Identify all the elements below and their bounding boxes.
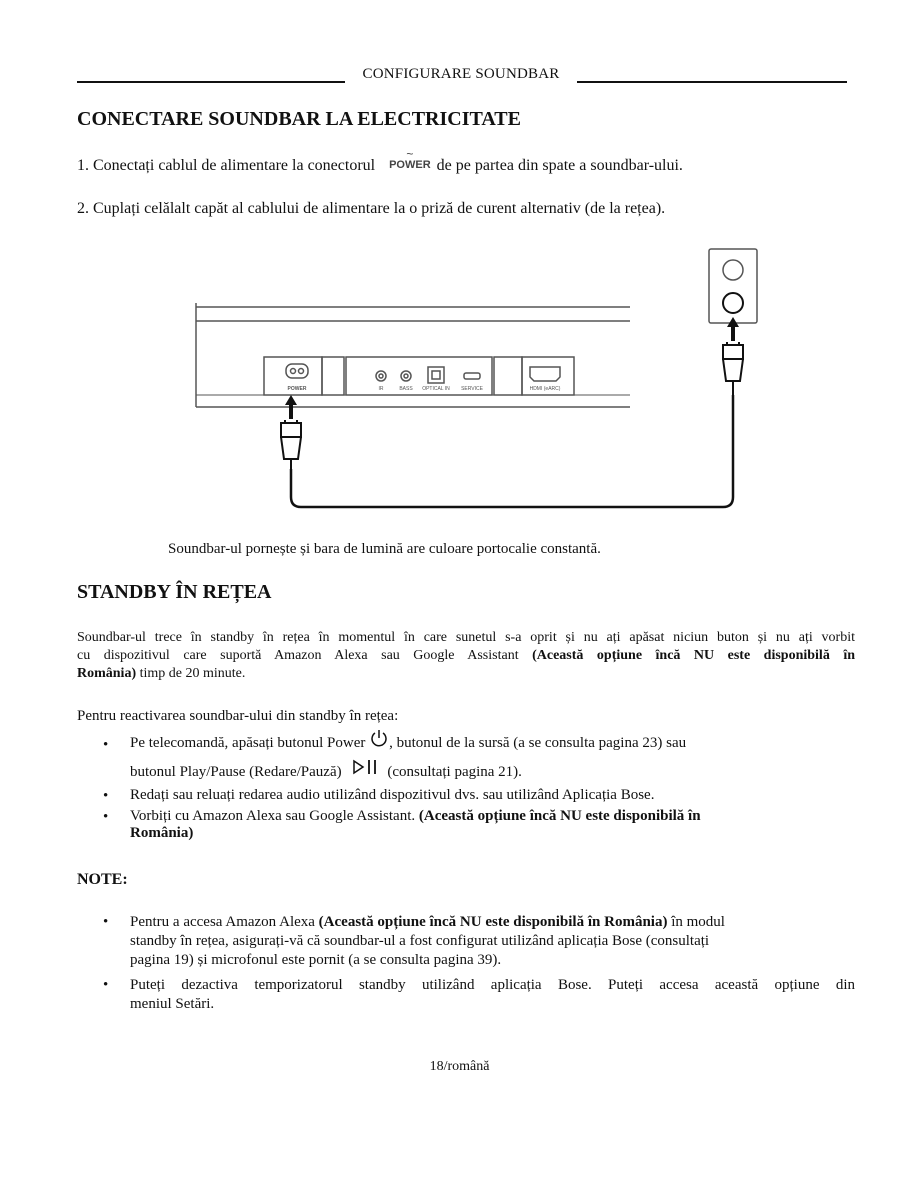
port-label-power: POWER bbox=[288, 386, 307, 392]
header-title: CONFIGURARE SOUNDBAR bbox=[362, 66, 560, 82]
diagram-caption: Soundbar-ul pornește și bara de lumină a… bbox=[168, 541, 601, 557]
standby-line-2: cu dispozitivul care suportă Amazon Alex… bbox=[77, 648, 855, 663]
standby-line-1: Soundbar-ul trece în standby în rețea în… bbox=[77, 630, 855, 645]
note-alexa: Pentru a accesa Amazon Alexa (Această op… bbox=[130, 914, 725, 968]
port-label-hdmi: HDMI (eARC) bbox=[530, 386, 561, 392]
port-label-service: SERVICE bbox=[461, 386, 484, 392]
note-timer: Puteți dezactiva temporizatorul standby … bbox=[130, 977, 855, 1012]
section-heading-standby: STANDBY ÎN REȚEA bbox=[77, 581, 272, 603]
port-label-ir: IR bbox=[379, 386, 384, 392]
reactivate-intro: Pentru reactivarea soundbar-ului din sta… bbox=[77, 708, 399, 724]
header-rule-left bbox=[77, 81, 345, 83]
section-heading-power: CONECTARE SOUNDBAR LA ELECTRICITATE bbox=[77, 108, 521, 130]
arrow-up-icon bbox=[727, 317, 739, 341]
step-1-text-before: 1. Conectați cablul de alimentare la con… bbox=[77, 157, 376, 174]
bullet-voice: Vorbiți cu Amazon Alexa sau Google Assis… bbox=[130, 808, 701, 841]
page-number: 18/română bbox=[429, 1059, 490, 1074]
step-1: 1. Conectați cablul de alimentare la con… bbox=[77, 147, 857, 175]
bullet-power-cont: butonul Play/Pause (Redare/Pauză) (consu… bbox=[130, 759, 522, 781]
port-label-optical: OPTICAL IN bbox=[422, 386, 450, 392]
bullet-replay: Redați sau reluați redarea audio utilizâ… bbox=[130, 787, 655, 803]
port-labels: POWER IR BASS OPTICAL IN SERVICE HDMI (e… bbox=[288, 386, 561, 392]
bullet-dot: • bbox=[103, 977, 109, 993]
bullet-dot: • bbox=[103, 737, 109, 753]
power-icon bbox=[371, 729, 387, 746]
power-plug-icon bbox=[722, 342, 744, 395]
bullet-dot: • bbox=[103, 788, 109, 804]
step-1-text-after: de pe partea din spate a soundbar-ului. bbox=[436, 157, 683, 174]
bullet-dot: • bbox=[103, 914, 109, 930]
step-2: 2. Cuplați celălalt capăt al cablului de… bbox=[77, 200, 666, 217]
header-rule-right bbox=[577, 81, 847, 83]
play-pause-icon bbox=[353, 759, 377, 774]
notes-heading: NOTE: bbox=[77, 871, 128, 888]
port-label-bass: BASS bbox=[399, 386, 413, 392]
wall-outlet-icon bbox=[708, 248, 758, 324]
page-header: CONFIGURARE SOUNDBAR bbox=[77, 66, 847, 88]
power-cable bbox=[289, 395, 735, 509]
soundbar-rear-panel bbox=[195, 303, 630, 408]
standby-paragraph: Soundbar-ul trece în standby în rețea în… bbox=[77, 629, 855, 683]
power-connector-icon: ~POWER bbox=[389, 147, 431, 171]
soundbar-wiring-diagram: POWER IR BASS OPTICAL IN SERVICE HDMI (e… bbox=[195, 248, 758, 509]
bullet-power: Pe telecomandă, apăsați butonul Power , … bbox=[130, 729, 686, 752]
arrow-up-icon bbox=[285, 395, 297, 419]
power-plug-icon bbox=[280, 420, 302, 469]
standby-line-3: România) timp de 20 minute. bbox=[77, 666, 246, 681]
bullet-dot: • bbox=[103, 809, 109, 825]
